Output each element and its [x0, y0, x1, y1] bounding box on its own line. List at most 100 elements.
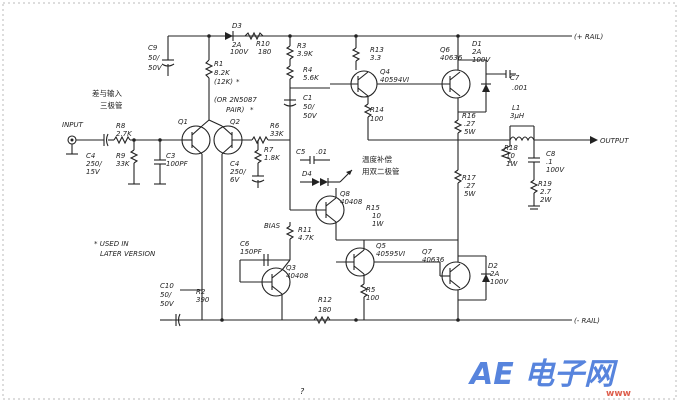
svg-text:PAIR): PAIR): [226, 106, 245, 114]
svg-text:250/: 250/: [230, 168, 246, 176]
svg-text:100PF: 100PF: [166, 160, 189, 168]
svg-text:D3: D3: [232, 22, 242, 30]
svg-text:差与输入: 差与输入: [92, 88, 122, 98]
svg-text:C4: C4: [86, 152, 95, 160]
svg-text:R11: R11: [298, 226, 312, 234]
r1-resistor: R1 8.2K (12K) *: [204, 36, 240, 120]
diff-pair-note: 差与输入 三极管: [92, 88, 123, 110]
svg-text:R12: R12: [318, 296, 332, 304]
c6-capacitor: C6 150PF: [240, 240, 290, 266]
c9-capacitor: C9 50/ 50V: [148, 36, 175, 76]
c7-capacitor: C7 .001: [486, 70, 528, 92]
svg-text:.27: .27: [464, 120, 476, 128]
d1-diode: D1 2A 100V: [458, 40, 491, 113]
svg-text:C9: C9: [148, 44, 158, 52]
svg-text:R8: R8: [116, 122, 126, 130]
svg-text:R9: R9: [116, 152, 126, 160]
svg-text:*: *: [236, 78, 240, 86]
neg-rail-label: (- RAIL): [574, 317, 600, 325]
r15-resistor: R15 10 1W: [336, 204, 458, 241]
svg-text:C3: C3: [166, 152, 175, 160]
svg-text:R10: R10: [256, 40, 270, 48]
svg-text:33K: 33K: [116, 160, 131, 168]
output-line: OUTPUT L1 3μH: [458, 104, 629, 145]
svg-text:50/: 50/: [148, 54, 160, 62]
output-label: OUTPUT: [600, 137, 629, 145]
svg-text:2W: 2W: [540, 196, 552, 204]
svg-text:Q3: Q3: [286, 264, 296, 272]
svg-text:C10: C10: [160, 282, 174, 290]
d4-diode: D4: [300, 169, 353, 186]
c4-input-capacitor: C4 250/ 15V: [86, 133, 109, 176]
svg-text:R4: R4: [303, 66, 312, 74]
svg-text:150PF: 150PF: [240, 248, 263, 256]
svg-text:LATER VERSION: LATER VERSION: [100, 250, 156, 258]
svg-text:100: 100: [370, 115, 384, 123]
svg-text:温度补偿: 温度补偿: [362, 154, 392, 164]
d2-diode: D2 2A 100V: [458, 255, 509, 301]
svg-text:Q8: Q8: [340, 190, 351, 198]
r9-resistor: R9 33K: [116, 140, 140, 185]
r3-r4-resistors: R3 3.9K R4 5.6K: [285, 36, 320, 210]
svg-text:2.7K: 2.7K: [116, 130, 133, 138]
svg-text:1W: 1W: [372, 220, 384, 228]
svg-text:40636: 40636: [422, 256, 445, 264]
svg-text:用双二极管: 用双二极管: [362, 166, 400, 176]
c5-capacitor: C5 .01: [296, 148, 330, 164]
svg-text:R19: R19: [538, 180, 552, 188]
svg-text:R2: R2: [196, 288, 206, 296]
figure-caption: ?: [300, 387, 305, 396]
svg-text:10: 10: [372, 212, 381, 220]
q8-transistor: Q8 40408: [290, 188, 363, 240]
svg-text:R1: R1: [214, 60, 223, 68]
q1-transistor: Q1: [178, 118, 211, 320]
svg-text:2A: 2A: [490, 270, 499, 278]
svg-text:50V: 50V: [303, 112, 318, 120]
svg-text:L1: L1: [512, 104, 520, 112]
svg-text:.27: .27: [464, 182, 476, 190]
svg-text:BIAS: BIAS: [264, 222, 281, 230]
svg-text:C5: C5: [296, 148, 306, 156]
svg-text:三极管: 三极管: [100, 100, 123, 110]
c1-capacitor: C1 50/ 50V: [283, 87, 330, 120]
c3-capacitor: C3 100PF: [154, 140, 189, 185]
svg-text:www: www: [606, 389, 631, 399]
svg-text:R15: R15: [366, 204, 380, 212]
svg-text:2A: 2A: [472, 48, 481, 56]
r5-resistor: R5 100: [359, 283, 380, 320]
svg-text:R3: R3: [297, 42, 306, 50]
svg-text:.01: .01: [316, 148, 327, 156]
d3-diode: D3 2A 100V: [225, 22, 249, 56]
q5-transistor: Q5 40595VI: [336, 240, 440, 284]
watermark-logo: AE 电子网 www: [468, 357, 631, 399]
svg-text:C7: C7: [510, 74, 520, 82]
svg-text:R7: R7: [264, 146, 274, 154]
svg-text:180: 180: [258, 48, 272, 56]
svg-text:.1: .1: [546, 158, 553, 166]
c4-capacitor: C4 250/ 6V: [230, 160, 265, 188]
svg-text:2.7: 2.7: [540, 188, 552, 196]
svg-text:50V: 50V: [148, 64, 163, 72]
svg-text:1W: 1W: [506, 160, 518, 168]
svg-text:100V: 100V: [472, 56, 491, 64]
svg-text:(12K): (12K): [214, 78, 233, 86]
svg-text:R5: R5: [366, 286, 376, 294]
svg-text:INPUT: INPUT: [62, 121, 84, 129]
svg-text:6V: 6V: [230, 176, 240, 184]
svg-text:R16: R16: [462, 112, 476, 120]
r17-resistor: R17 .27 5W: [453, 169, 476, 256]
svg-text:40594VI: 40594VI: [380, 76, 409, 84]
q6-transistor: Q6 40636: [432, 36, 471, 112]
svg-text:C4: C4: [230, 160, 239, 168]
svg-text:D1: D1: [472, 40, 482, 48]
svg-text:100V: 100V: [490, 278, 509, 286]
svg-text:100: 100: [366, 294, 380, 302]
svg-text:2A: 2A: [232, 41, 241, 49]
svg-text:8.2K: 8.2K: [214, 69, 231, 77]
r13-resistor: R13 3.3: [351, 36, 384, 70]
q4-transistor: Q4 40594VI: [330, 68, 432, 104]
svg-text:* USED IN: * USED IN: [94, 240, 129, 248]
svg-text:3.9K: 3.9K: [297, 50, 314, 58]
r10-resistor: R10 180: [244, 31, 272, 56]
